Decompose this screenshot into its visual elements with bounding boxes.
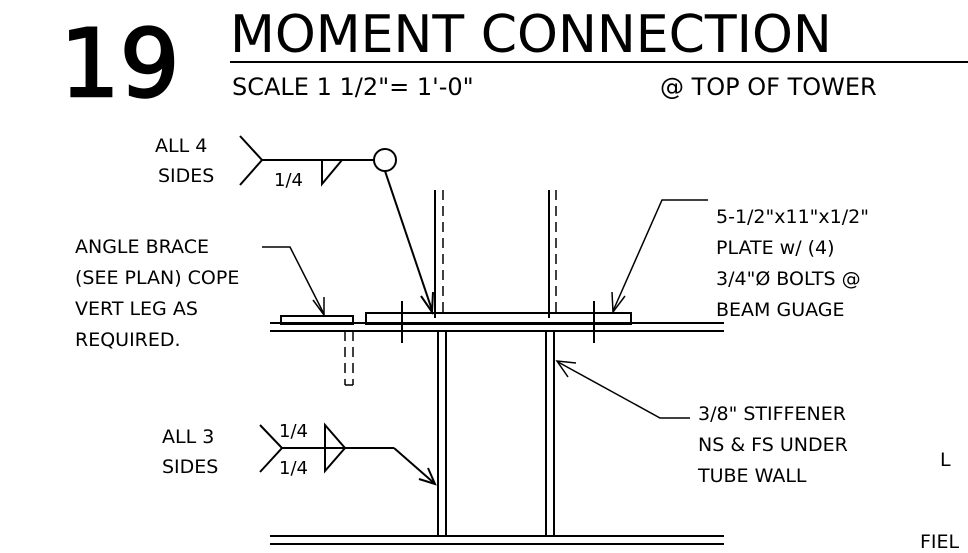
stiffener-note-leader	[557, 361, 690, 419]
plate-note-line3: 3/4"Ø BOLTS @	[716, 268, 861, 290]
detail-scale: SCALE 1 1/2"= 1'-0"	[232, 73, 474, 101]
weld-bottom-size-bottom: 1/4	[279, 458, 308, 479]
edge-fragment-right-mid: L	[940, 449, 951, 471]
angle-note-line2: (SEE PLAN) COPE	[75, 267, 239, 289]
detail-title: MOMENT CONNECTION	[230, 5, 832, 65]
stiffener-note-arrowhead	[555, 360, 577, 378]
weld-bottom-label-line1: ALL 3	[162, 426, 214, 448]
detail-number: 19	[60, 10, 180, 119]
edge-fragment-right-bottom: FIEL	[920, 531, 960, 553]
stiffener-note-line3: TUBE WALL	[697, 465, 807, 487]
detail-location: @ TOP OF TOWER	[660, 73, 877, 101]
weld-top-label-line1: ALL 4	[155, 135, 207, 157]
weld-bottom-leader	[393, 447, 435, 484]
weld-bottom-fillet-symbol	[324, 422, 347, 474]
stiffener-note-line2: NS & FS UNDER	[698, 434, 848, 456]
weld-top-label-line2: SIDES	[158, 165, 214, 187]
weld-top-size: 1/4	[274, 170, 303, 191]
stiffener-note-line1: 3/8" STIFFENER	[698, 403, 846, 425]
weld-bottom-size-top: 1/4	[279, 421, 308, 442]
angle-note-arrowhead	[312, 297, 325, 318]
weld-top-arrowhead	[420, 291, 434, 316]
angle-note-line3: VERT LEG AS	[75, 298, 198, 320]
plate-note-line4: BEAM GUAGE	[716, 299, 845, 321]
weld-bottom-arrowhead	[418, 467, 437, 486]
weld-all-around-circle	[373, 148, 397, 172]
weld-top-fillet-symbol	[321, 159, 343, 187]
angle-note-leader	[262, 246, 325, 315]
angle-note-line1: ANGLE BRACE	[75, 236, 209, 258]
plate-note-arrowhead	[611, 291, 626, 315]
plate-note-line1: 5-1/2"x11"x1/2"	[716, 206, 869, 228]
angle-note-line4: REQUIRED.	[75, 329, 181, 351]
plate-note-leader	[612, 199, 708, 312]
weld-top-leader	[384, 170, 433, 311]
weld-top-tail	[239, 135, 264, 186]
plate-note-line2: PLATE w/ (4)	[716, 237, 835, 259]
weld-bottom-label-line2: SIDES	[162, 456, 218, 478]
